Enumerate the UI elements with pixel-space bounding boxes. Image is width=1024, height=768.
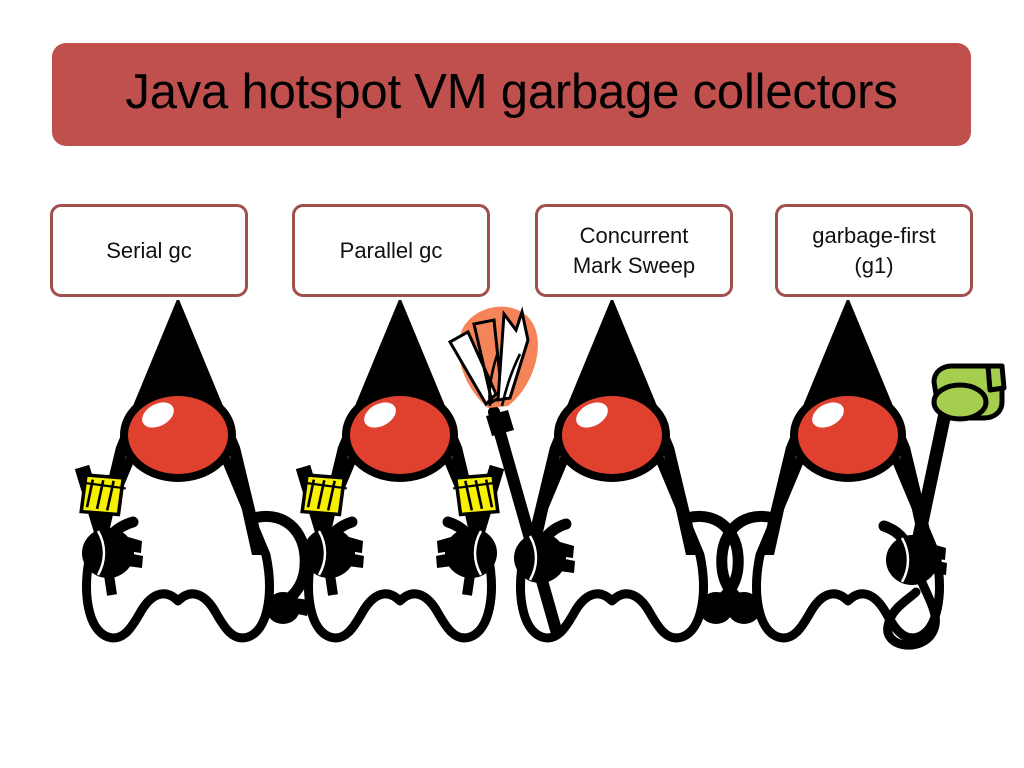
duke-garbage-first-g1 [718, 300, 1007, 650]
collector-box-garbage-first-g1[interactable]: garbage-first (g1) [775, 204, 973, 297]
duke-serial-gc [74, 300, 309, 638]
mascot-illustration [0, 300, 1024, 660]
slide-title-banner: Java hotspot VM garbage collectors [52, 43, 971, 146]
duke-body [757, 300, 940, 638]
duke-parallel-gc [295, 300, 506, 638]
collector-label: Serial gc [106, 237, 192, 263]
collector-box-concurrent-mark-sweep[interactable]: Concurrent Mark Sweep [535, 204, 733, 297]
page-title: Java hotspot VM garbage collectors [125, 65, 898, 119]
collector-box-serial-gc[interactable]: Serial gc [50, 204, 248, 297]
duke-concurrent-mark-sweep [447, 300, 771, 660]
collector-box-parallel-gc[interactable]: Parallel gc [292, 204, 490, 297]
broom-icon [447, 306, 562, 636]
collector-label: Parallel gc [339, 237, 443, 263]
collector-label: Concurrent Mark Sweep [572, 223, 696, 278]
duke-brush-arm-right [434, 466, 505, 596]
duke-broom-arm [512, 518, 577, 585]
duke-mascots-svg [0, 300, 1007, 660]
collector-label: garbage-first (g1) [812, 223, 936, 278]
duke-brush-arm-left [295, 466, 366, 596]
duke-vacuum-arm [878, 520, 949, 587]
duke-brush-arm [74, 466, 145, 596]
